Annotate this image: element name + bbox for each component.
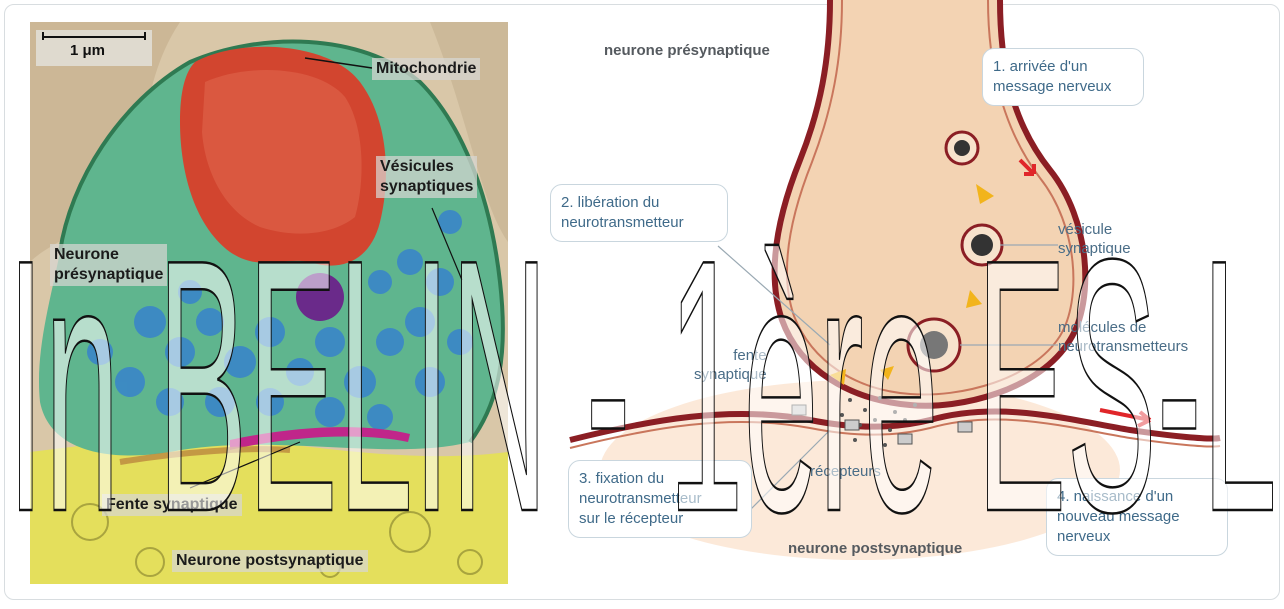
label-vesicule-synaptique: vésicule synaptique (1058, 220, 1131, 258)
synapse-schematic: neurone présynaptique neurone postsynapt… (530, 0, 1284, 604)
micrograph-leader-lines (0, 0, 520, 604)
label-molecules-neurotransmetteurs: molécules de neurotransmetteurs (1058, 318, 1188, 356)
title-neurone-postsynaptique: neurone postsynaptique (788, 540, 962, 557)
label-recepteurs: récepteurs (810, 462, 881, 481)
label-neurone-postsynaptique: Neurone postsynaptique (172, 550, 368, 572)
step-1-bubble: 1. arrivée d'un message nerveux (982, 48, 1144, 106)
label-fente-synaptique-schema: fente synaptique (694, 346, 767, 384)
label-neurone-presynaptique: Neurone présynaptique (50, 244, 167, 286)
label-vesicules-synaptiques: Vésicules synaptiques (376, 156, 477, 198)
step-4-bubble: 4. naissance d'un nouveau message nerveu… (1046, 478, 1228, 556)
label-mitochondrie: Mitochondrie (372, 58, 480, 80)
title-neurone-presynaptique: neurone présynaptique (604, 42, 770, 59)
step-2-bubble: 2. libération du neurotransmetteur (550, 184, 728, 242)
step-3-bubble: 3. fixation du neurotransmetteur sur le … (568, 460, 752, 538)
label-fente-synaptique: Fente synaptique (102, 494, 242, 516)
